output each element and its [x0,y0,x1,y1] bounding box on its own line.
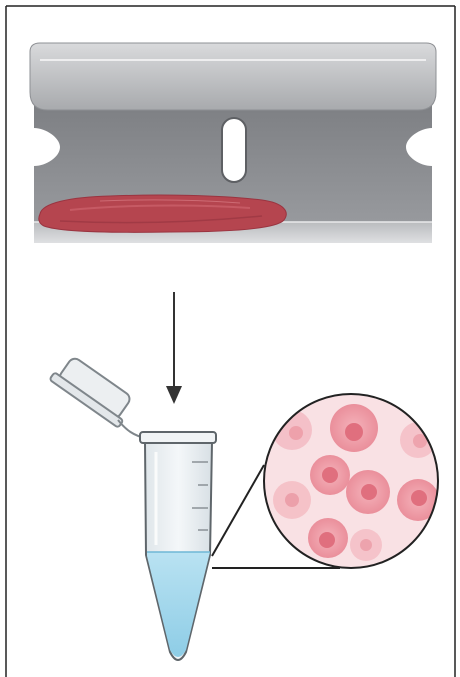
tissue-slice-icon [39,195,286,232]
down-arrow-icon [166,292,182,404]
cell-magnifier-icon [264,394,439,568]
cell [308,518,348,558]
cell [330,404,378,452]
microcentrifuge-tube-icon [49,353,216,660]
cell [397,479,439,521]
cell [273,481,311,519]
cell [310,455,350,495]
cell [400,422,436,458]
cell [346,470,390,514]
cell [350,529,382,561]
